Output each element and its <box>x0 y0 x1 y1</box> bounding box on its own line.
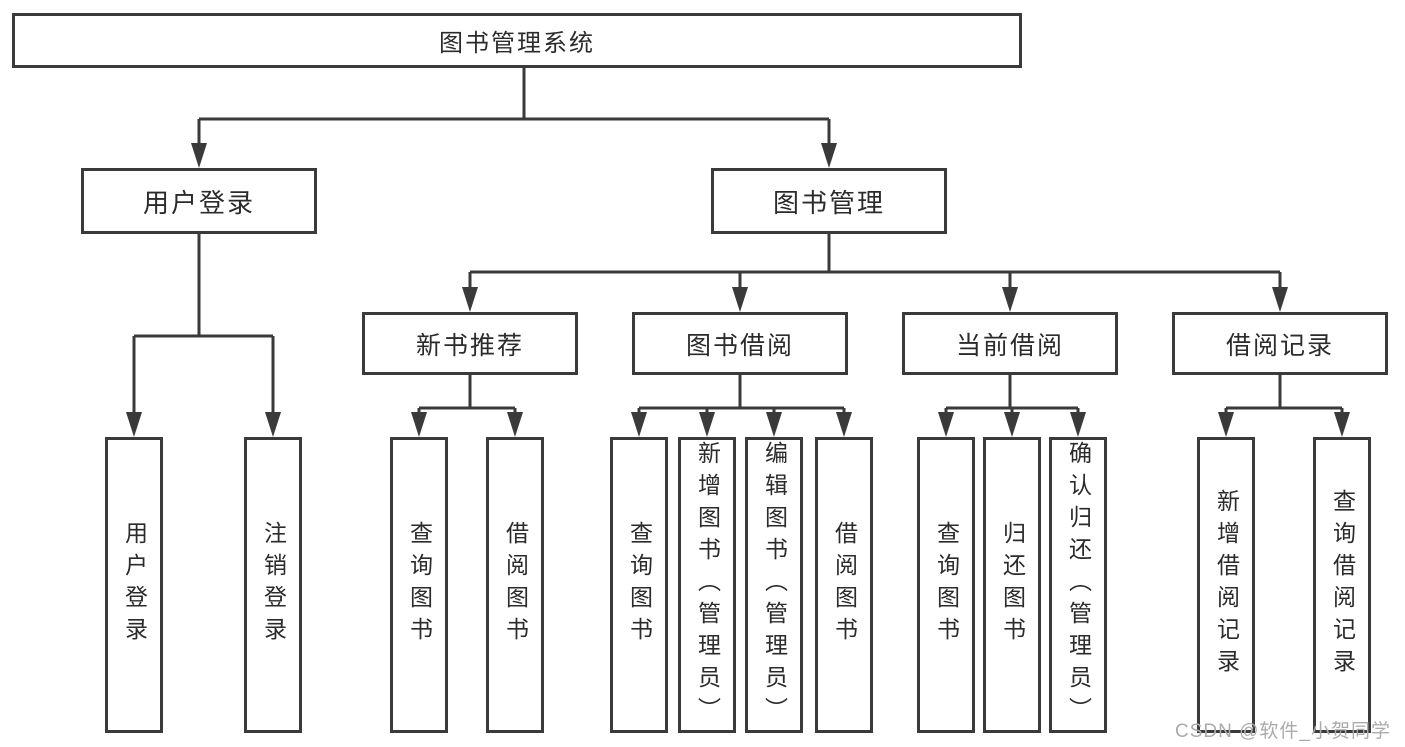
node-query-books-current: 查询图书 <box>917 437 975 733</box>
node-edit-book-admin: 编辑图书（管理员） <box>745 437 803 733</box>
node-confirm-return-admin: 确认归还（管理员） <box>1049 437 1107 733</box>
node-current-borrowing: 当前借阅 <box>902 312 1118 375</box>
node-add-book-admin: 新增图书（管理员） <box>678 437 736 733</box>
node-return-book: 归还图书 <box>983 437 1041 733</box>
node-borrowing-records: 借阅记录 <box>1172 312 1388 375</box>
node-logout-label: 注销登录 <box>260 521 287 649</box>
node-user-login-label: 用户登录 <box>142 187 255 218</box>
arrowheads <box>126 143 1350 437</box>
node-borrow-books-recommend: 借阅图书 <box>486 437 544 733</box>
node-borrow-books-borrow-label: 借阅图书 <box>831 521 858 649</box>
node-new-book-recommendation: 新书推荐 <box>362 312 578 375</box>
node-book-borrowing-label: 图书借阅 <box>685 331 794 360</box>
node-book-management-label: 图书管理 <box>772 187 885 218</box>
node-logout: 注销登录 <box>244 437 302 733</box>
node-query-books-borrow-label: 查询图书 <box>626 521 653 649</box>
node-library-management-system-label: 图书管理系统 <box>439 30 595 57</box>
node-return-book-label: 归还图书 <box>999 521 1026 649</box>
node-edit-book-admin-label: 编辑图书（管理员） <box>761 441 788 729</box>
node-borrow-books-borrow: 借阅图书 <box>815 437 873 733</box>
node-query-borrow-record: 查询借阅记录 <box>1313 437 1371 733</box>
node-user-login: 用户登录 <box>81 168 317 234</box>
node-user-login-leaf: 用户登录 <box>105 437 163 733</box>
node-current-borrowing-label: 当前借阅 <box>955 331 1064 360</box>
node-query-books-current-label: 查询图书 <box>933 521 960 649</box>
node-new-book-recommendation-label: 新书推荐 <box>415 331 524 360</box>
node-borrowing-records-label: 借阅记录 <box>1225 331 1334 360</box>
node-add-borrow-record-label: 新增借阅记录 <box>1213 489 1240 681</box>
node-query-books-recommend-label: 查询图书 <box>406 521 433 649</box>
node-book-borrowing: 图书借阅 <box>632 312 848 375</box>
node-add-borrow-record: 新增借阅记录 <box>1197 437 1255 733</box>
node-book-management: 图书管理 <box>711 168 947 234</box>
node-add-book-admin-label: 新增图书（管理员） <box>694 441 721 729</box>
watermark: CSDN @软件_小贺同学 <box>1175 721 1391 742</box>
node-library-management-system: 图书管理系统 <box>12 13 1022 68</box>
node-confirm-return-admin-label: 确认归还（管理员） <box>1065 441 1092 729</box>
node-user-login-leaf-label: 用户登录 <box>121 521 148 649</box>
node-query-books-recommend: 查询图书 <box>390 437 448 733</box>
node-query-books-borrow: 查询图书 <box>610 437 668 733</box>
node-query-borrow-record-label: 查询借阅记录 <box>1329 489 1356 681</box>
node-borrow-books-recommend-label: 借阅图书 <box>502 521 529 649</box>
